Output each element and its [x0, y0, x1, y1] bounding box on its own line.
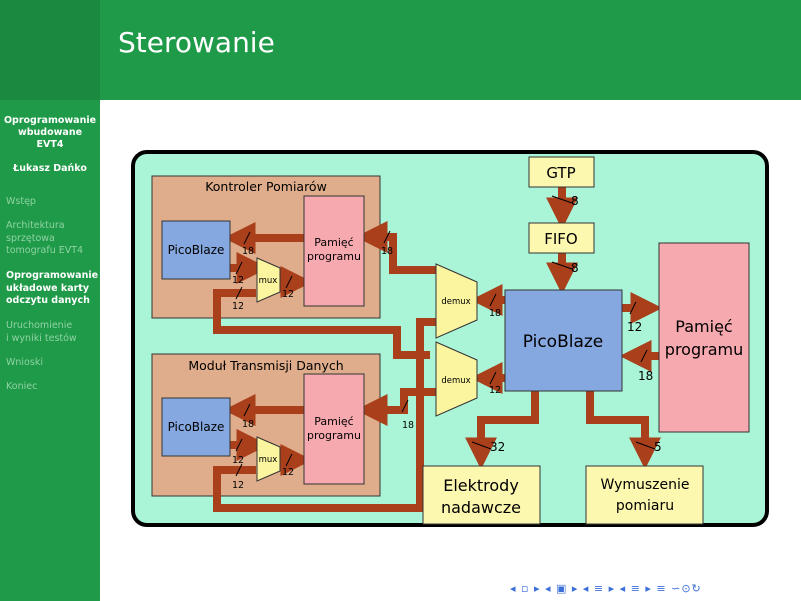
- sidebar-item-label: tomografu EVT4: [6, 245, 84, 256]
- width-m2-mem-in: 18: [402, 420, 414, 431]
- width-electrodes: 32: [490, 440, 505, 454]
- slide-title: Sterowanie: [118, 26, 275, 59]
- bus-m1-feedback: [213, 289, 430, 359]
- main-picoblaze: [504, 289, 623, 392]
- fifo-label: FIFO: [544, 230, 578, 248]
- main-picoblaze-label: PicoBlaze: [523, 332, 604, 352]
- m1-picoblaze: [161, 220, 231, 280]
- demux-1: [435, 263, 478, 339]
- beamer-navigation-symbols[interactable]: ◂ ▫ ▸ ◂ ▣ ▸ ◂ ≡ ▸ ◂ ≡ ▸ ≡ ∽⊙↻: [510, 582, 702, 595]
- width-memory-to-pb: 18: [638, 369, 653, 383]
- electrodes-label-2: nadawcze: [441, 498, 521, 517]
- presentation-title-line-2[interactable]: wbudowane: [17, 127, 83, 138]
- width-demux2: 12: [489, 385, 501, 396]
- sidebar-item-label: Wstęp: [6, 196, 36, 207]
- electrodes-label-1: Elektrody: [443, 476, 519, 495]
- m1-mux-label: mux: [259, 276, 278, 286]
- width-gtp-fifo: 8: [571, 194, 579, 208]
- width-m2-mem-to-pb: 18: [242, 419, 254, 430]
- main-memory: [658, 242, 750, 433]
- width-m2-pb-to-mux: 12: [232, 455, 244, 466]
- bus-pb-to-excitation: [586, 391, 661, 470]
- gtp-label: GTP: [546, 164, 575, 182]
- excitation-block: [585, 465, 704, 525]
- sidebar: [0, 0, 100, 601]
- sidebar-item-wstep[interactable]: Wstęp: [6, 196, 98, 209]
- width-m1-mux-to-mem: 12: [282, 289, 294, 300]
- width-m1-feedback: 12: [232, 301, 244, 312]
- sidebar-item-label: układowe karty: [6, 282, 90, 294]
- presentation-title-line-3[interactable]: EVT4: [36, 139, 64, 150]
- excitation-label-1: Wymuszenie: [600, 477, 689, 493]
- sidebar-item-architektura[interactable]: Architektura sprzętowa tomografu EVT4: [6, 220, 98, 258]
- bus-demux1-to-m1: [355, 221, 436, 274]
- slide-header: [100, 0, 801, 100]
- author-name[interactable]: Łukasz Dańko: [13, 163, 87, 174]
- m1-memory-label-1: Pamięć: [314, 236, 353, 249]
- m2-mux-label: mux: [259, 455, 278, 465]
- sidebar-item-label: Wnioski: [6, 357, 43, 368]
- bus-demux2-to-m2: [355, 388, 436, 426]
- presentation-title-line-1[interactable]: Oprogramowanie: [3, 115, 97, 126]
- main-memory-label-1: Pamięć: [675, 317, 732, 336]
- m1-memory: [303, 195, 365, 307]
- width-excitation: 5: [654, 440, 662, 454]
- sidebar-item-label: Architektura: [6, 220, 65, 231]
- sidebar-item-uruchomienie[interactable]: Uruchomienie i wyniki testów: [6, 320, 98, 345]
- width-m1-mem-in: 18: [381, 246, 393, 257]
- bus-lines: [213, 187, 663, 512]
- bus-pb-to-electrodes: [465, 391, 539, 470]
- width-pb-to-memory: 12: [627, 320, 642, 334]
- width-fifo-pb: 8: [571, 261, 579, 275]
- m2-memory-label-2: programu: [307, 429, 361, 442]
- m1-picoblaze-label: PicoBlaze: [168, 243, 225, 257]
- width-m2-feedback: 12: [232, 480, 244, 491]
- m1-mux: [256, 257, 281, 303]
- electrodes-block: [422, 465, 541, 525]
- sidebar-item-label: sprzętowa: [6, 232, 55, 244]
- sidebar-item-koniec[interactable]: Koniec: [6, 381, 98, 394]
- main-memory-label-2: programu: [665, 340, 743, 359]
- m2-mux: [256, 436, 281, 482]
- width-m1-mem-to-pb: 18: [242, 246, 254, 257]
- bus-m2-feedback: [213, 318, 436, 512]
- demux-2-label: demux: [441, 376, 470, 386]
- sidebar-item-oprogramowanie[interactable]: Oprogramowanie układowe karty odczytu da…: [6, 270, 98, 308]
- demux-1-label: demux: [441, 297, 470, 307]
- sidebar-item-label: odczytu danych: [6, 295, 90, 306]
- demux-2: [435, 341, 478, 417]
- fifo-block: [528, 222, 595, 254]
- m2-memory: [303, 373, 365, 485]
- m1-memory-label-2: programu: [307, 250, 361, 263]
- bus-width-ticks: [235, 195, 656, 477]
- m2-picoblaze-label: PicoBlaze: [168, 420, 225, 434]
- module-transmisja-title: Moduł Transmisji Danych: [188, 358, 343, 373]
- sidebar-item-label: i wyniki testów: [6, 332, 77, 344]
- width-m2-mux-to-mem: 12: [282, 467, 294, 478]
- excitation-label-2: pomiaru: [616, 498, 674, 514]
- width-demux1: 18: [489, 308, 501, 319]
- m2-picoblaze: [161, 397, 231, 457]
- gtp-block: [528, 156, 595, 188]
- sidebar-item-label: Oprogramowanie: [6, 270, 99, 281]
- sidebar-item-wnioski[interactable]: Wnioski: [6, 357, 98, 370]
- sidebar-logo-area: [0, 0, 100, 100]
- sidebar-item-label: Uruchomienie: [6, 320, 73, 331]
- m2-memory-label-1: Pamięć: [314, 415, 353, 428]
- width-m1-pb-to-mux: 12: [232, 275, 244, 286]
- sidebar-item-label: Koniec: [6, 381, 38, 392]
- module-kontroler-title: Kontroler Pomiarów: [205, 179, 327, 194]
